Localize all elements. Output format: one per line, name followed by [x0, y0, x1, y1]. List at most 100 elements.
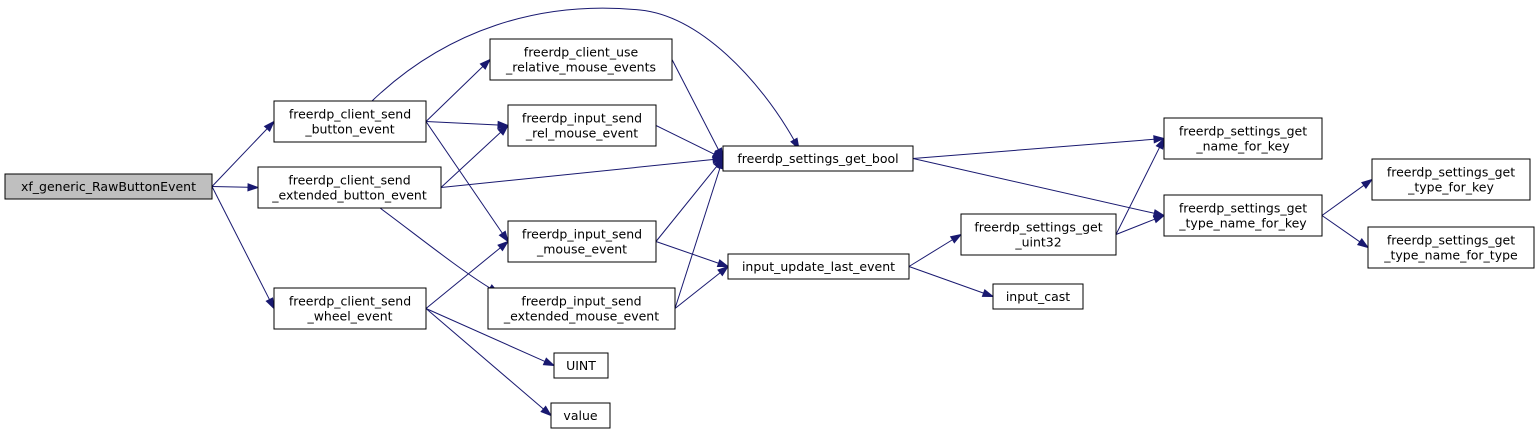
edge-line: [655, 165, 718, 242]
edge-26: [1321, 215, 1370, 249]
function-node-label: freerdp_client_use: [524, 45, 639, 60]
edge-19: [912, 135, 1166, 159]
function-node-label: input_update_last_event: [742, 259, 895, 274]
edge-arrowhead: [1356, 238, 1370, 249]
function-node-uint[interactable]: UINT: [553, 352, 609, 379]
edge-11: [425, 308, 556, 367]
function-node-tnft[interactable]: freerdp_settings_get_type_name_for_type: [1367, 226, 1535, 269]
function-node-label: freerdp_settings_get: [1387, 165, 1515, 180]
function-node-iule[interactable]: input_update_last_event: [727, 253, 910, 280]
function-node-box: [727, 253, 910, 280]
function-node-nfk[interactable]: freerdp_settings_get_name_for_key: [1163, 117, 1323, 160]
function-node-sebe[interactable]: freerdp_client_send_extended_button_even…: [257, 166, 442, 209]
edge-line: [211, 128, 268, 187]
edge-arrowhead: [479, 58, 492, 70]
function-node-value[interactable]: value: [550, 402, 611, 429]
edge-line: [912, 158, 1155, 214]
function-node-tfk[interactable]: freerdp_settings_get_type_for_key: [1371, 158, 1531, 201]
function-node-label: freerdp_settings_get: [1179, 201, 1307, 216]
edge-line: [674, 167, 721, 309]
function-node-label: _extended_mouse_event: [503, 309, 659, 324]
edge-line: [655, 125, 715, 155]
edge-9: [379, 207, 500, 294]
function-node-swe[interactable]: freerdp_client_send_wheel_event: [273, 287, 427, 330]
edge-arrowhead: [716, 259, 730, 268]
edge-line: [671, 59, 719, 150]
function-node-sbe[interactable]: freerdp_client_send_button_event: [273, 100, 427, 143]
function-node-label: _type_name_for_type: [1383, 248, 1518, 263]
function-node-box: [553, 352, 609, 379]
edge-arrowhead: [497, 240, 510, 252]
edge-arrowhead: [263, 120, 276, 133]
function-node-box: [273, 100, 427, 143]
function-node-box: [273, 287, 427, 330]
function-node-tnfk[interactable]: freerdp_settings_get_type_name_for_key: [1163, 194, 1323, 237]
call-graph-nodes: xf_generic_RawButtonEvent freerdp_client_…: [4, 38, 1535, 429]
function-node-box: [507, 220, 657, 263]
edge-line: [908, 266, 984, 294]
edge-line: [912, 138, 1155, 159]
function-node-label: _button_event: [304, 122, 394, 137]
edge-line: [440, 159, 714, 188]
edge-16: [655, 241, 730, 268]
function-node-label: freerdp_client_send: [289, 107, 411, 122]
function-node-box: [1163, 194, 1323, 237]
edge-line: [425, 121, 503, 234]
function-node-label: _type_for_key: [1407, 180, 1494, 195]
edge-arrowhead: [497, 124, 510, 136]
function-node-label: _name_for_key: [1195, 139, 1290, 154]
function-node-label: _type_name_for_key: [1178, 216, 1307, 231]
function-node-u32[interactable]: freerdp_settings_get_uint32: [960, 213, 1117, 256]
edge-arrowhead: [265, 297, 275, 310]
function-node-isrme[interactable]: freerdp_input_send_rel_mouse_event: [507, 104, 657, 147]
edge-0: [211, 120, 276, 187]
edge-8: [440, 155, 725, 188]
edge-line: [425, 121, 499, 126]
function-node-label: freerdp_client_send: [288, 173, 410, 188]
edge-line: [425, 66, 484, 122]
edge-line: [425, 308, 544, 410]
edge-6: [425, 121, 509, 243]
edge-21: [908, 233, 963, 267]
edge-line: [674, 272, 721, 309]
function-node-label: freerdp_client_send: [289, 294, 411, 309]
function-node-isemе[interactable]: freerdp_input_send_extended_mouse_event: [487, 287, 676, 330]
function-node-label: input_cast: [1006, 289, 1070, 304]
edge-arrowhead: [1152, 214, 1166, 224]
edge-18: [674, 265, 730, 309]
edge-line: [1321, 184, 1365, 216]
function-node-box: [507, 104, 657, 147]
edge-5: [425, 120, 510, 130]
function-node-isme[interactable]: freerdp_input_send_mouse_event: [507, 220, 657, 263]
function-node-bool[interactable]: freerdp_settings_get_bool: [722, 145, 914, 172]
edge-arrowhead: [1155, 137, 1165, 150]
edge-arrowhead: [247, 183, 260, 192]
edge-line: [211, 186, 270, 300]
function-node-label: _extended_button_event: [271, 188, 427, 203]
function-node-box: [1163, 117, 1323, 160]
edge-2: [211, 186, 275, 310]
function-node-box: [4, 173, 213, 200]
edge-7: [440, 124, 510, 188]
function-node-box: [992, 283, 1084, 310]
function-node-label: _mouse_event: [536, 242, 627, 257]
edge-arrowhead: [949, 233, 963, 244]
function-node-box: [257, 166, 442, 209]
function-node-label: _relative_mouse_events: [505, 60, 656, 75]
edge-arrowhead: [497, 120, 510, 130]
function-node-box: [960, 213, 1117, 256]
edge-arrowhead: [717, 265, 730, 277]
edge-1: [211, 183, 260, 192]
function-node-box: [550, 402, 611, 429]
edge-line: [379, 207, 491, 289]
edge-17: [674, 157, 724, 309]
function-node-cast[interactable]: input_cast: [992, 283, 1084, 310]
function-node-root[interactable]: xf_generic_RawButtonEvent: [4, 173, 213, 200]
edge-line: [1321, 215, 1361, 243]
function-node-urme[interactable]: freerdp_client_use_relative_mouse_events: [489, 38, 673, 81]
edge-line: [1115, 147, 1160, 235]
function-node-label: _uint32: [1014, 235, 1061, 250]
function-node-label: freerdp_input_send: [522, 227, 642, 242]
function-node-label: _rel_mouse_event: [525, 126, 638, 141]
